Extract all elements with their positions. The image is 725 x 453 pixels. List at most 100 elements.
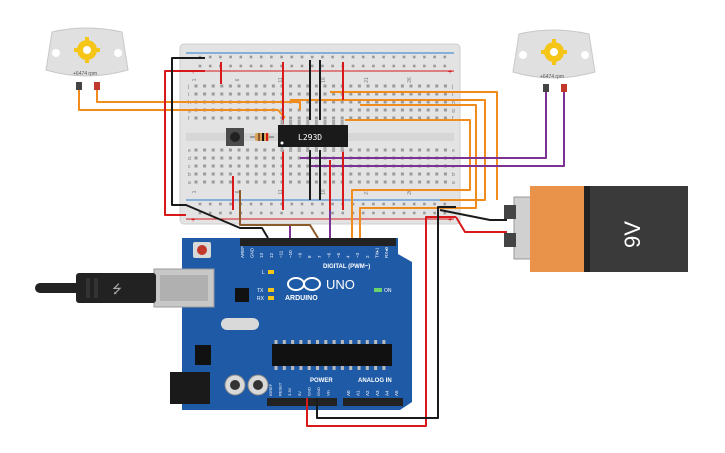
arduino-brand: ARDUINO	[285, 295, 318, 302]
wire-gnd-black	[316, 206, 456, 419]
wire-orange-4	[359, 104, 477, 238]
row-letter: e	[452, 148, 455, 154]
led-tx-label: TX	[257, 288, 264, 294]
row-letter: h	[452, 100, 455, 106]
row-letter: e	[188, 148, 191, 154]
analog-pin-label: A1	[356, 390, 361, 396]
analog-pin-label: A3	[375, 390, 380, 396]
power-pin-label: RESET	[278, 382, 283, 396]
power-pin-label: GND	[316, 387, 321, 396]
svg-text:+: +	[448, 217, 452, 224]
digital-header	[240, 238, 396, 246]
chip-legs	[280, 120, 344, 152]
battery-label: 9V	[620, 221, 645, 248]
column-number: 6	[235, 190, 241, 193]
wire-motor-right-red	[310, 90, 565, 167]
motor-right-rpm: +6474 rpm	[540, 74, 564, 80]
row-letter: b	[188, 172, 191, 178]
arduino-model: UNO	[326, 277, 355, 292]
row-letter: b	[452, 172, 455, 178]
wire-battery-red	[455, 216, 507, 233]
usb-icon: ⭍	[112, 282, 122, 296]
column-number: 1	[192, 190, 198, 193]
row-letter: c	[188, 164, 191, 170]
wire-5v-red	[306, 216, 456, 427]
digital-pin-label: 4	[346, 255, 351, 258]
power-jack	[170, 372, 210, 404]
on-led	[374, 288, 382, 292]
digital-pin-label: ~5	[336, 252, 341, 258]
digital-pin-label: ~9	[298, 252, 303, 258]
motor-left-rpm: +6474 rpm	[73, 71, 97, 77]
wire-red-left-loop	[164, 70, 205, 216]
digital-pin-label: 7	[317, 255, 322, 258]
wire-black-left-loop	[171, 57, 269, 239]
digital-pin-label: ~11	[278, 250, 283, 258]
arduino-logo-icon	[287, 277, 321, 291]
gear-icon	[74, 37, 100, 63]
row-letter: a	[188, 180, 191, 186]
digital-pin-label: 2	[365, 255, 370, 258]
wire-battery-black	[439, 209, 507, 221]
arduino-board: ⭍ L TX RX ON ARDUINO UNO ARE	[35, 238, 412, 410]
digital-pin-label: RX◂0	[384, 246, 389, 258]
gear-icon	[541, 39, 567, 65]
column-number: 16	[321, 189, 327, 195]
power-pin-label: GND	[306, 387, 311, 396]
row-letter: g	[452, 108, 455, 114]
column-number: 26	[407, 77, 413, 83]
analog-pin-label: A5	[394, 390, 399, 396]
analog-pin-label: A2	[365, 390, 370, 396]
row-letter: j	[187, 84, 189, 90]
breadboard-holes	[194, 55, 447, 215]
resistor	[250, 133, 274, 141]
digital-pin-label: ~3	[355, 252, 360, 258]
push-button[interactable]	[226, 128, 244, 146]
power-pin-label: Vin	[326, 390, 331, 396]
column-number: 1	[192, 78, 198, 81]
wires	[78, 57, 565, 427]
wire-orange-3	[345, 119, 471, 238]
digital-pin-label: TX▸1	[374, 247, 379, 258]
digital-label: DIGITAL (PWM~)	[323, 264, 370, 270]
crystal	[221, 318, 259, 330]
usb-chip	[235, 288, 249, 302]
led-rx-label: RX	[257, 296, 265, 302]
battery-9v: 9V	[504, 186, 688, 272]
svg-text:+: +	[191, 217, 195, 224]
reset-button[interactable]	[197, 245, 207, 255]
motor-right: +6474 rpm	[512, 29, 596, 92]
digital-pin-label: 12	[269, 252, 274, 258]
column-number: 21	[364, 77, 370, 83]
digital-pin-label: GND	[250, 247, 255, 258]
analog-header	[343, 398, 403, 406]
power-header	[267, 398, 337, 406]
wire-orange-1	[290, 99, 486, 201]
column-number: 11	[278, 189, 284, 194]
svg-text:+: +	[448, 69, 452, 76]
atmega-chip	[272, 344, 392, 366]
row-letter: i	[188, 92, 189, 98]
column-number: 16	[321, 77, 327, 83]
led-l-label: L	[262, 270, 265, 276]
wire-motor-left-black	[78, 88, 162, 111]
wire-motor-right-black	[300, 90, 547, 159]
analog-pin-label: A0	[346, 390, 351, 396]
row-letter: j	[451, 84, 453, 90]
row-letter: d	[188, 156, 191, 162]
digital-pin-label: ~6	[326, 252, 331, 258]
column-number: 11	[278, 77, 284, 82]
wire-motor-left-red	[96, 88, 301, 110]
wire-orange-2	[330, 91, 498, 200]
motor-left: +6474 rpm	[45, 27, 129, 90]
row-letter: f	[188, 116, 190, 122]
digital-pin-label: 13	[259, 252, 264, 258]
column-number: 21	[364, 189, 370, 195]
digital-pin-label: 8	[307, 255, 312, 258]
